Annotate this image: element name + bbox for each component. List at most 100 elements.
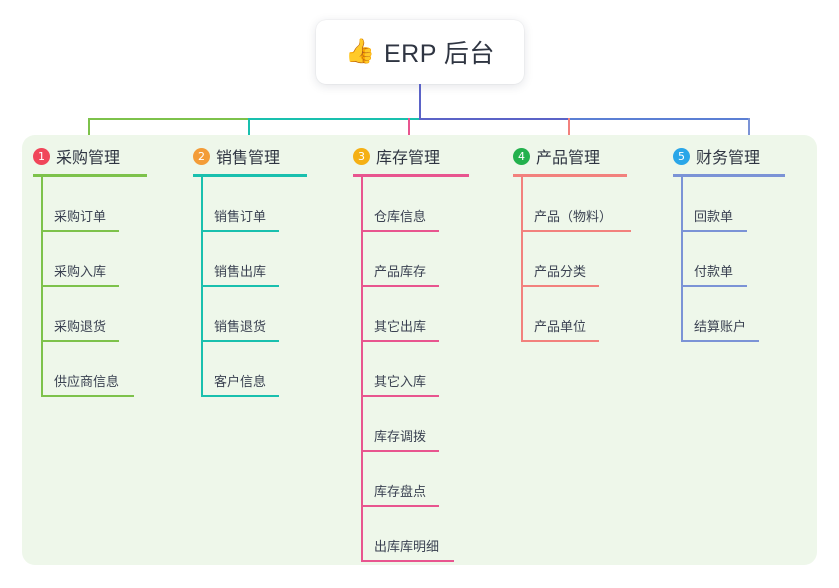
branch-spine bbox=[361, 177, 363, 562]
branch-number-badge: 4 bbox=[513, 147, 530, 165]
branch-header-4[interactable]: 4 产品管理 bbox=[513, 143, 600, 169]
branch-number-badge: 2 bbox=[193, 147, 210, 165]
branch-item[interactable]: 付款单 bbox=[681, 232, 751, 287]
branch-item-rule bbox=[361, 285, 439, 287]
branch-item-rule bbox=[521, 285, 599, 287]
branch-item[interactable]: 库存盘点 bbox=[361, 452, 443, 507]
branch-item[interactable]: 产品库存 bbox=[361, 232, 443, 287]
branch-item-rule bbox=[681, 340, 759, 342]
branch-item[interactable]: 库存调拨 bbox=[361, 397, 443, 452]
branch-panel bbox=[22, 135, 817, 565]
branch-item[interactable]: 采购订单 bbox=[41, 177, 123, 232]
branch-item-label: 采购订单 bbox=[54, 209, 107, 224]
branch-item-label: 销售订单 bbox=[214, 209, 267, 224]
branch-item-label: 其它出库 bbox=[374, 319, 427, 334]
branch-number-badge: 1 bbox=[33, 147, 50, 165]
branch-header-2[interactable]: 2 销售管理 bbox=[193, 143, 280, 169]
branch-item-rule bbox=[201, 340, 279, 342]
branch-title: 采购管理 bbox=[56, 150, 121, 167]
branch-item-rule bbox=[361, 340, 439, 342]
branch-item-rule bbox=[201, 395, 279, 397]
branch-item-label: 采购退货 bbox=[54, 319, 107, 334]
branch-item-label: 库存调拨 bbox=[374, 429, 427, 444]
branch-item[interactable]: 仓库信息 bbox=[361, 177, 443, 232]
branch-header-rule bbox=[193, 174, 307, 177]
branch-item-label: 库存盘点 bbox=[374, 484, 427, 499]
branch-item[interactable]: 产品单位 bbox=[521, 287, 603, 342]
branch-title: 财务管理 bbox=[696, 150, 761, 167]
root-node-erp-backend[interactable]: 👍 ERP 后台 bbox=[316, 20, 524, 84]
branch-item-label: 销售出库 bbox=[214, 264, 267, 279]
connector-bus-segment-2 bbox=[248, 118, 421, 120]
branch-item-label: 付款单 bbox=[694, 264, 734, 279]
branch-item-label: 仓库信息 bbox=[374, 209, 427, 224]
branch-item-rule bbox=[361, 505, 439, 507]
branch-item-rule bbox=[361, 230, 439, 232]
branch-number-badge: 5 bbox=[673, 147, 690, 165]
connector-root-stem bbox=[419, 84, 421, 120]
branch-item[interactable]: 产品分类 bbox=[521, 232, 603, 287]
thumbs-up-icon: 👍 bbox=[345, 38, 375, 65]
branch-header-3[interactable]: 3 库存管理 bbox=[353, 143, 440, 169]
branch-item-label: 其它入库 bbox=[374, 374, 427, 389]
branch-header-rule bbox=[513, 174, 627, 177]
branch-item-rule bbox=[361, 395, 439, 397]
branch-header-rule bbox=[353, 174, 469, 177]
branch-item-rule bbox=[521, 340, 599, 342]
branch-item-rule bbox=[201, 285, 279, 287]
branch-item[interactable]: 采购退货 bbox=[41, 287, 123, 342]
connector-drop-1 bbox=[88, 118, 90, 149]
branch-header-rule bbox=[33, 174, 147, 177]
branch-item-rule bbox=[201, 230, 279, 232]
branch-item-rule bbox=[361, 450, 439, 452]
branch-item-rule bbox=[361, 560, 454, 562]
branch-spine bbox=[521, 177, 523, 342]
branch-item-label: 产品（物料） bbox=[534, 209, 613, 224]
branch-item[interactable]: 其它入库 bbox=[361, 342, 443, 397]
branch-item[interactable]: 其它出库 bbox=[361, 287, 443, 342]
connector-drop-4 bbox=[568, 118, 570, 149]
branch-item-label: 客户信息 bbox=[214, 374, 267, 389]
branch-item-label: 回款单 bbox=[694, 209, 734, 224]
branch-item[interactable]: 供应商信息 bbox=[41, 342, 138, 397]
branch-item-rule bbox=[41, 395, 134, 397]
branch-title: 库存管理 bbox=[376, 150, 441, 167]
connector-drop-2 bbox=[248, 118, 250, 149]
branch-item-label: 采购入库 bbox=[54, 264, 107, 279]
branch-spine bbox=[681, 177, 683, 342]
branch-item-rule bbox=[41, 230, 119, 232]
branch-item-label: 产品单位 bbox=[534, 319, 587, 334]
branch-item[interactable]: 采购入库 bbox=[41, 232, 123, 287]
connector-bus-segment-4 bbox=[568, 118, 750, 120]
branch-header-rule bbox=[673, 174, 785, 177]
branch-header-5[interactable]: 5 财务管理 bbox=[673, 143, 760, 169]
root-node-title: ERP 后台 bbox=[383, 40, 495, 68]
branch-item-label: 结算账户 bbox=[694, 319, 747, 334]
branch-item-label: 产品分类 bbox=[534, 264, 587, 279]
branch-item[interactable]: 客户信息 bbox=[201, 342, 283, 397]
branch-item-rule bbox=[681, 230, 747, 232]
branch-item[interactable]: 销售退货 bbox=[201, 287, 283, 342]
connector-bus-segment-3 bbox=[419, 118, 570, 120]
branch-item[interactable]: 结算账户 bbox=[681, 287, 763, 342]
branch-spine bbox=[201, 177, 203, 397]
branch-title: 销售管理 bbox=[216, 150, 281, 167]
branch-item[interactable]: 回款单 bbox=[681, 177, 751, 232]
branch-item-rule bbox=[41, 285, 119, 287]
connector-drop-3 bbox=[408, 118, 410, 149]
branch-item[interactable]: 销售出库 bbox=[201, 232, 283, 287]
branch-item-label: 供应商信息 bbox=[54, 374, 120, 389]
branch-item-label: 销售退货 bbox=[214, 319, 267, 334]
branch-item-label: 出库库明细 bbox=[374, 539, 440, 554]
connector-drop-5 bbox=[748, 118, 750, 149]
branch-item-rule bbox=[681, 285, 747, 287]
branch-item[interactable]: 销售订单 bbox=[201, 177, 283, 232]
branch-item-rule bbox=[521, 230, 631, 232]
branch-item[interactable]: 产品（物料） bbox=[521, 177, 635, 232]
branch-number-badge: 3 bbox=[353, 147, 370, 165]
branch-item[interactable]: 出库库明细 bbox=[361, 507, 458, 562]
branch-header-1[interactable]: 1 采购管理 bbox=[33, 143, 120, 169]
branch-spine bbox=[41, 177, 43, 397]
branch-title: 产品管理 bbox=[536, 150, 601, 167]
